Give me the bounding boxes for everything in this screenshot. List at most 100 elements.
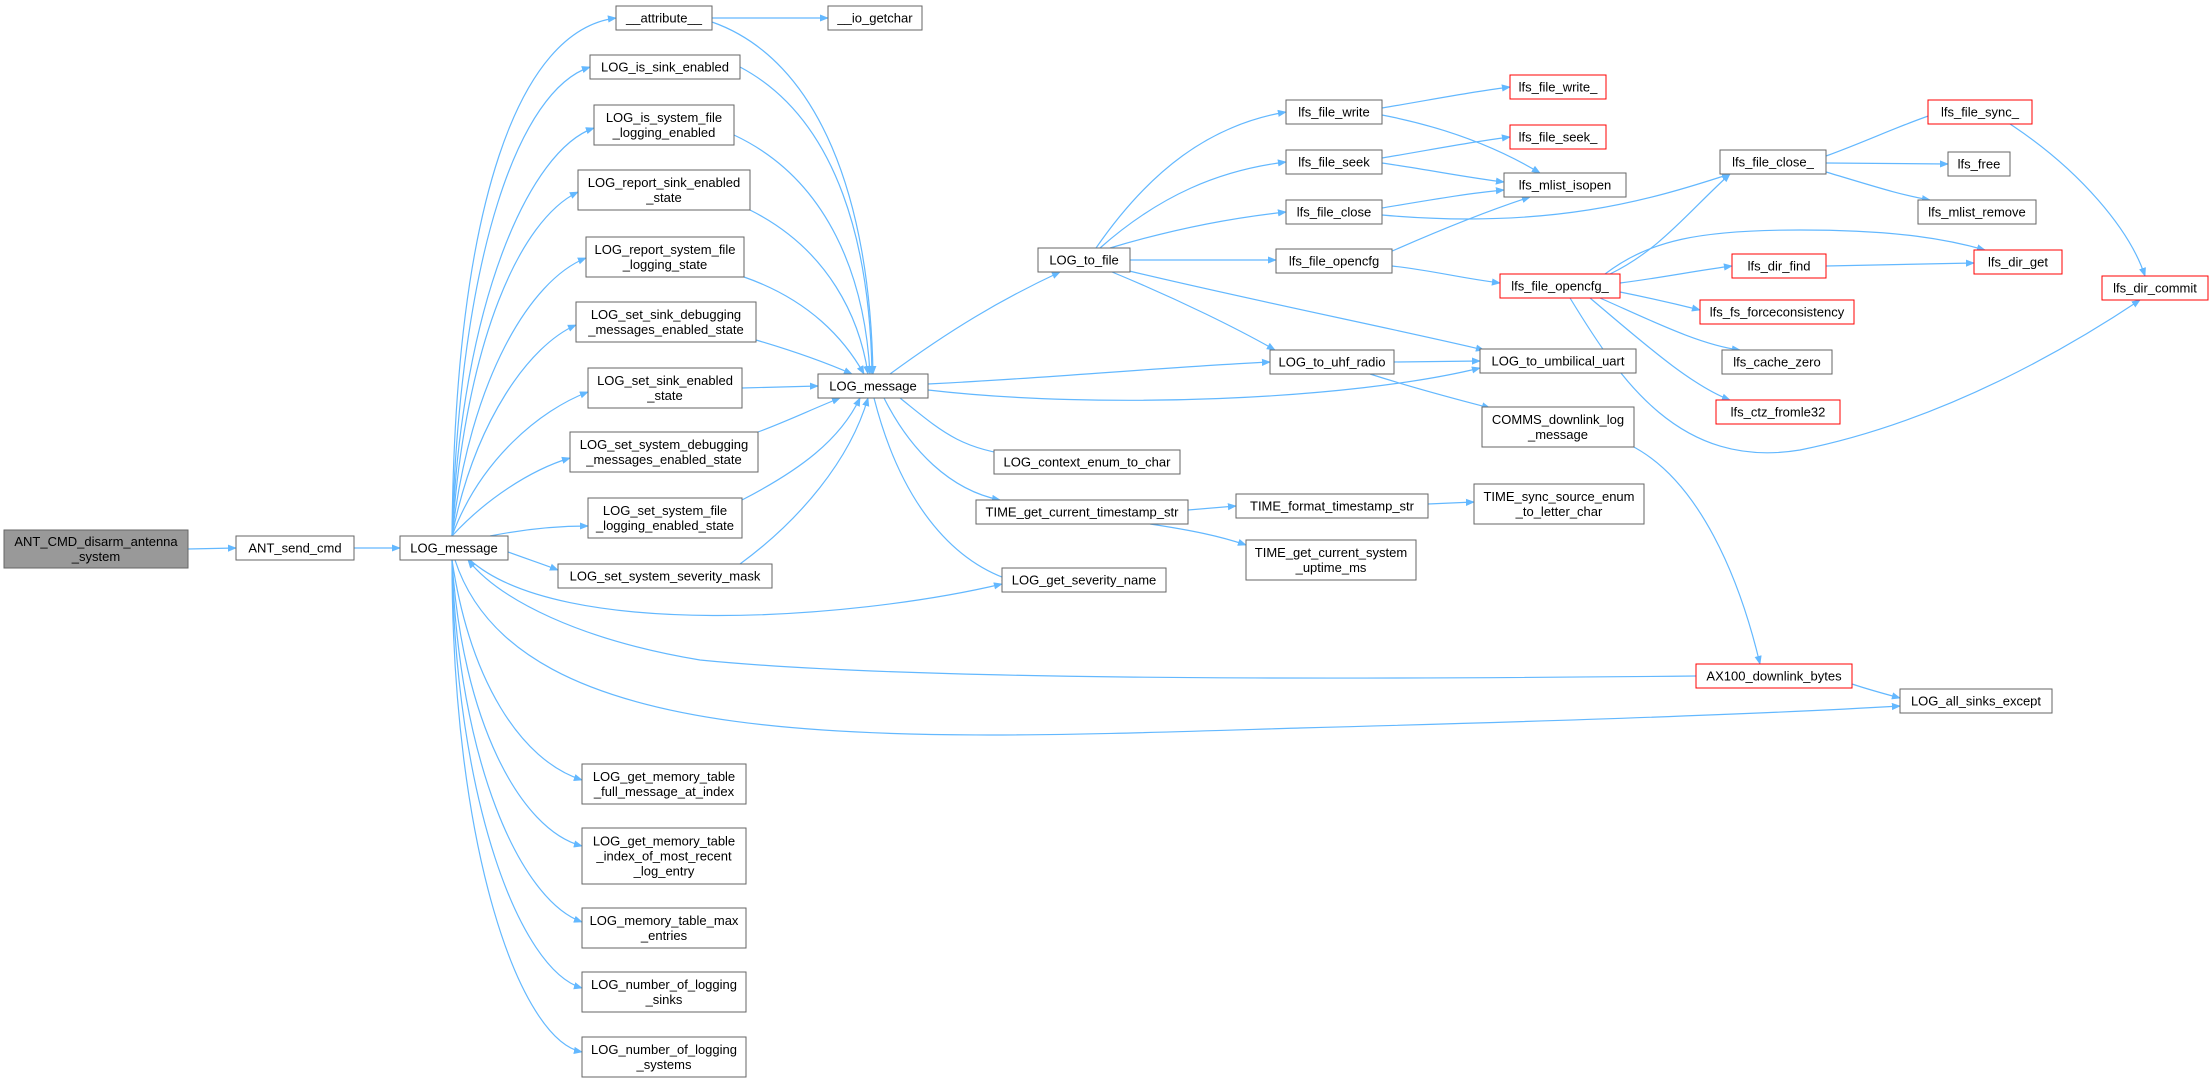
node-label: LOG_report_system_file: [595, 242, 736, 257]
node-lfs_mlist_remove[interactable]: lfs_mlist_remove: [1917, 199, 2037, 225]
edge-log_message_a-to-set_system_file_logging: [489, 522, 589, 537]
node-lfs_fs_forceconsistency[interactable]: lfs_fs_forceconsistency: [1699, 299, 1855, 325]
node-label: lfs_fs_forceconsistency: [1710, 305, 1845, 320]
edge-log_message_a-to-report_system_file_logging_state: [451, 257, 587, 537]
node-lfs_file_opencfg[interactable]: lfs_file_opencfg: [1275, 248, 1393, 274]
node-log_context_enum[interactable]: LOG_context_enum_to_char: [993, 449, 1181, 475]
node-lfs_ctz_fromle32[interactable]: lfs_ctz_fromle32: [1715, 399, 1841, 425]
edge-log_to_uhf_radio-to-comms_downlink_log: [1369, 373, 1491, 410]
node-lfs_file_close_[interactable]: lfs_file_close_: [1719, 149, 1827, 175]
node-lfs_file_close[interactable]: lfs_file_close: [1285, 199, 1383, 225]
node-label: LOG_is_sink_enabled: [601, 60, 729, 75]
node-label: LOG_is_system_file: [606, 110, 722, 125]
node-label: lfs_file_write: [1298, 105, 1370, 120]
node-time_sync_source_enum[interactable]: TIME_sync_source_enum_to_letter_char: [1473, 483, 1645, 525]
node-set_system_severity_mask[interactable]: LOG_set_system_severity_mask: [557, 563, 773, 589]
node-log_to_uhf_radio[interactable]: LOG_to_uhf_radio: [1269, 349, 1395, 375]
node-box: [817, 373, 929, 399]
edge-lfs_file_opencfg_-to-lfs_dir_get: [1604, 229, 1986, 275]
node-label: ANT_send_cmd: [248, 541, 341, 556]
edge-lfs_file_write-to-lfs_file_write_: [1381, 84, 1511, 109]
node-lfs_file_write[interactable]: lfs_file_write: [1285, 99, 1383, 125]
node-lfs_file_opencfg_[interactable]: lfs_file_opencfg_: [1499, 273, 1621, 299]
node-log_message_a[interactable]: LOG_message: [399, 535, 509, 561]
edge-lfs_file_opencfg_-to-lfs_fs_forceconsistency: [1619, 291, 1701, 312]
node-box: [1285, 149, 1383, 175]
edge-lfs_file_close_-to-lfs_mlist_remove: [1825, 171, 1931, 203]
node-lfs_mlist_isopen[interactable]: lfs_mlist_isopen: [1503, 172, 1627, 198]
node-label: AX100_downlink_bytes: [1706, 669, 1842, 684]
node-log_to_file[interactable]: LOG_to_file: [1037, 247, 1131, 273]
node-comms_downlink_log[interactable]: COMMS_downlink_log_message: [1481, 406, 1635, 448]
node-lfs_dir_commit[interactable]: lfs_dir_commit: [2101, 275, 2209, 301]
node-time_get_current_timestamp[interactable]: TIME_get_current_timestamp_str: [975, 499, 1189, 525]
edge-lfs_file_opencfg-to-lfs_mlist_isopen: [1389, 196, 1531, 253]
node-label: LOG_get_severity_name: [1012, 573, 1157, 588]
node-report_sink_enabled_state[interactable]: LOG_report_sink_enabled_state: [577, 169, 751, 211]
node-label: lfs_ctz_fromle32: [1731, 405, 1826, 420]
node-box: [1269, 349, 1395, 375]
edge-attribute-to-log_message_b: [711, 21, 877, 375]
node-is_sink_enabled[interactable]: LOG_is_sink_enabled: [589, 54, 741, 80]
node-label: ANT_CMD_disarm_antenna: [14, 534, 178, 549]
node-log_get_severity_name[interactable]: LOG_get_severity_name: [1001, 567, 1167, 593]
node-get_memory_table_index[interactable]: LOG_get_memory_table_index_of_most_recen…: [581, 827, 747, 885]
edge-set_system_severity_mask-to-log_message_b: [739, 397, 870, 565]
node-log_to_umbilical_uart[interactable]: LOG_to_umbilical_uart: [1479, 348, 1637, 374]
node-box: [1481, 406, 1635, 448]
node-lfs_dir_get[interactable]: lfs_dir_get: [1973, 249, 2063, 275]
node-lfs_cache_zero[interactable]: lfs_cache_zero: [1721, 349, 1833, 375]
node-number_of_systems[interactable]: LOG_number_of_logging_systems: [581, 1036, 747, 1078]
node-set_system_debugging[interactable]: LOG_set_system_debugging_messages_enable…: [569, 431, 759, 473]
node-set_system_file_logging[interactable]: LOG_set_system_file_logging_enabled_stat…: [587, 497, 743, 539]
node-ax100_downlink_bytes[interactable]: AX100_downlink_bytes: [1695, 663, 1853, 689]
node-log_all_sinks_except[interactable]: LOG_all_sinks_except: [1899, 688, 2053, 714]
node-label: LOG_number_of_logging: [591, 977, 737, 992]
node-box: [615, 5, 713, 31]
edge-log_message_b-to-log_to_umbilical_uart: [927, 366, 1481, 401]
node-get_memory_table_full[interactable]: LOG_get_memory_table_full_message_at_ind…: [581, 763, 747, 805]
edge-log_to_file-to-lfs_file_close: [1109, 209, 1287, 249]
node-lfs_file_seek_[interactable]: lfs_file_seek_: [1509, 124, 1607, 150]
edge-log_to_file-to-log_to_umbilical_uart: [1124, 269, 1485, 352]
node-attribute[interactable]: __attribute__: [615, 5, 713, 31]
node-label: lfs_file_opencfg_: [1511, 279, 1609, 294]
edge-lfs_file_write-to-lfs_mlist_isopen: [1381, 114, 1541, 174]
node-box: [581, 1036, 747, 1078]
node-label: lfs_mlist_remove: [1928, 205, 2026, 220]
node-is_system_file_logging_enabled[interactable]: LOG_is_system_file_logging_enabled: [593, 104, 735, 146]
node-root[interactable]: ANT_CMD_disarm_antenna_system: [3, 529, 189, 569]
node-log_message_b[interactable]: LOG_message: [817, 373, 929, 399]
node-box: [575, 301, 757, 343]
node-label: _logging_state: [622, 257, 708, 272]
node-lfs_free[interactable]: lfs_free: [1947, 151, 2011, 177]
edge-log_message_a-to-log_get_severity_name: [469, 559, 1003, 617]
node-box: [581, 907, 747, 949]
node-lfs_file_write_[interactable]: lfs_file_write_: [1509, 74, 1607, 100]
node-label: lfs_file_sync_: [1941, 105, 2020, 120]
node-report_system_file_logging_state[interactable]: LOG_report_system_file_logging_state: [585, 236, 745, 278]
node-ant_send_cmd[interactable]: ANT_send_cmd: [235, 535, 355, 561]
node-lfs_dir_find[interactable]: lfs_dir_find: [1731, 253, 1827, 279]
node-label: _logging_enabled: [612, 125, 716, 140]
node-lfs_file_sync_[interactable]: lfs_file_sync_: [1927, 99, 2033, 125]
edge-ax100_downlink_bytes-to-log_message_a: [467, 559, 1697, 679]
node-time_format_timestamp[interactable]: TIME_format_timestamp_str: [1235, 493, 1429, 519]
node-set_sink_enabled_state[interactable]: LOG_set_sink_enabled_state: [587, 367, 743, 409]
node-io_getchar[interactable]: __io_getchar: [827, 5, 923, 31]
node-memory_table_max[interactable]: LOG_memory_table_max_entries: [581, 907, 747, 949]
node-lfs_file_seek[interactable]: lfs_file_seek: [1285, 149, 1383, 175]
node-label: lfs_cache_zero: [1733, 355, 1820, 370]
edge-comms_downlink_log-to-ax100_downlink_bytes: [1629, 444, 1762, 665]
node-box: [1509, 124, 1607, 150]
node-time_get_current_system_uptime[interactable]: TIME_get_current_system_uptime_ms: [1245, 539, 1417, 581]
node-label: _entries: [640, 928, 688, 943]
node-label: _full_message_at_index: [593, 784, 735, 799]
node-set_sink_debugging[interactable]: LOG_set_sink_debugging_messages_enabled_…: [575, 301, 757, 343]
node-box: [1285, 199, 1383, 225]
node-box: [975, 499, 1189, 525]
node-box: [1245, 539, 1417, 581]
node-number_of_sinks[interactable]: LOG_number_of_logging_sinks: [581, 971, 747, 1013]
edge-report_sink_enabled_state-to-log_message_b: [749, 209, 871, 375]
node-box: [1917, 199, 2037, 225]
